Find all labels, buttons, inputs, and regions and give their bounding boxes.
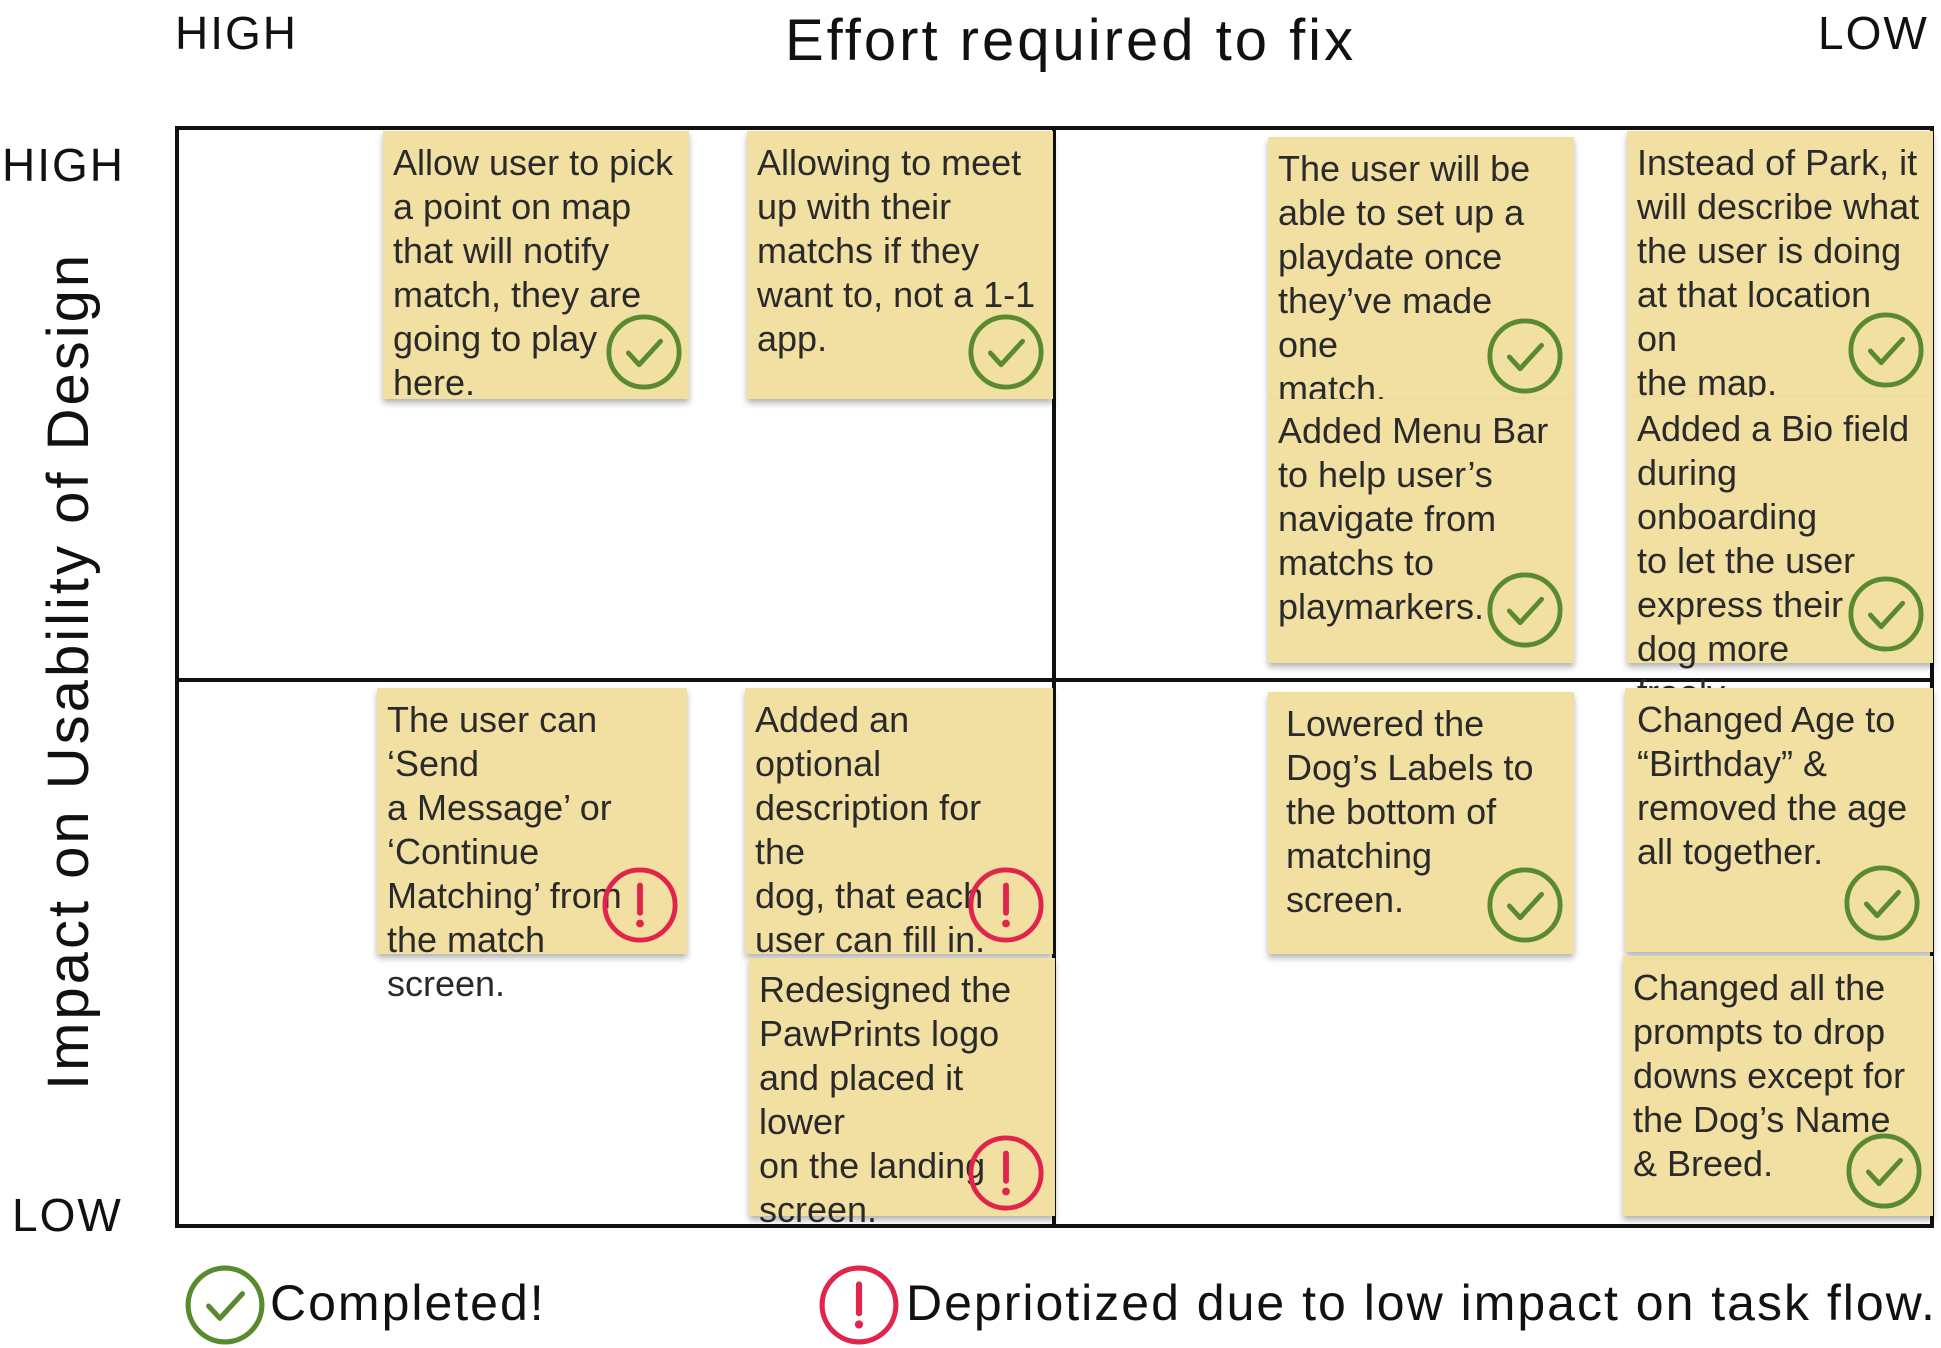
legend-deprioritized-label: Depriotized due to low impact on task fl… <box>906 1275 1937 1331</box>
note-text: Changed Age to “Birthday” & removed the … <box>1637 699 1908 872</box>
x-axis-title: Effort required to fix <box>785 8 1357 73</box>
note-text: Lowered the Dog’s Labels to the bottom o… <box>1286 703 1534 920</box>
sticky-note: Changed all the prompts to drop downs ex… <box>1623 956 1933 1216</box>
y-axis-high-label: HIGH <box>2 139 125 191</box>
note-text: Changed all the prompts to drop downs ex… <box>1633 967 1906 1184</box>
sticky-note: Lowered the Dog’s Labels to the bottom o… <box>1268 692 1574 954</box>
exclamation-circle-icon <box>602 867 678 943</box>
y-axis-low-label: LOW <box>12 1189 123 1241</box>
note-text: Allow user to pick a point on map that w… <box>393 142 674 403</box>
sticky-note: Changed Age to “Birthday” & removed the … <box>1625 688 1933 952</box>
check-circle-icon <box>1848 576 1924 652</box>
note-text: The user can ‘Send a Message’ or ‘Contin… <box>387 699 622 1004</box>
check-circle-icon <box>1487 318 1563 394</box>
legend-completed-label: Completed! <box>270 1275 546 1331</box>
sticky-note: Instead of Park, it will describe what t… <box>1627 131 1933 403</box>
check-circle-icon <box>185 1265 265 1345</box>
x-axis-low-label: LOW <box>1818 7 1929 59</box>
note-text: Allowing to meet up with their matchs if… <box>757 142 1036 359</box>
sticky-note: Allowing to meet up with their matchs if… <box>747 131 1053 399</box>
sticky-note: The user can ‘Send a Message’ or ‘Contin… <box>377 688 687 1004</box>
y-axis-title: Impact on Usability of Design <box>36 251 101 1090</box>
note-text: Redesigned the PawPrints logo and placed… <box>759 969 1012 1230</box>
sticky-note: Added a Bio field during onboarding to l… <box>1627 397 1933 713</box>
check-circle-icon <box>1848 312 1924 388</box>
check-circle-icon <box>968 314 1044 390</box>
check-circle-icon <box>1844 865 1920 941</box>
check-circle-icon <box>1487 867 1563 943</box>
matrix-vertical-divider <box>1052 126 1056 1228</box>
sticky-note: Added Menu Bar to help user’s navigate f… <box>1268 399 1574 663</box>
matrix-horizontal-divider <box>175 678 1934 682</box>
x-axis-high-label: HIGH <box>175 7 298 59</box>
legend-completed: Completed! <box>184 1264 744 1348</box>
sticky-note: Redesigned the PawPrints logo and placed… <box>749 958 1055 1230</box>
sticky-note: Added an optional description for the do… <box>745 688 1053 960</box>
sticky-note: The user will be able to set up a playda… <box>1268 137 1574 409</box>
note-text: Added a Bio field during onboarding to l… <box>1637 408 1910 713</box>
sticky-note: Allow user to pick a point on map that w… <box>383 131 689 403</box>
exclamation-circle-icon <box>819 1265 899 1345</box>
legend-deprioritized: Depriotized due to low impact on task fl… <box>818 1264 1935 1348</box>
check-circle-icon <box>606 314 682 390</box>
exclamation-circle-icon <box>968 1135 1044 1211</box>
check-circle-icon <box>1846 1133 1922 1209</box>
note-text: Instead of Park, it will describe what t… <box>1637 142 1920 403</box>
note-text: Added Menu Bar to help user’s navigate f… <box>1278 410 1549 627</box>
note-text: Added an optional description for the do… <box>755 699 986 960</box>
check-circle-icon <box>1487 572 1563 648</box>
exclamation-circle-icon <box>968 867 1044 943</box>
